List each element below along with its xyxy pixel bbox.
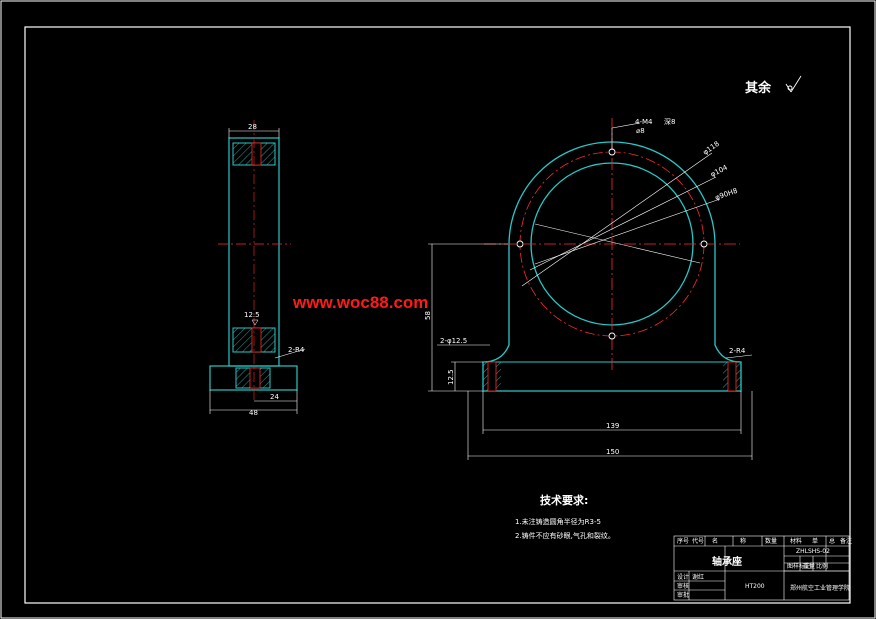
drawing-code: ZHLSHS-02 xyxy=(796,548,830,555)
holes-label: 4-M4 xyxy=(635,118,653,126)
svg-text:重量: 重量 xyxy=(803,562,815,570)
svg-text:序号: 序号 xyxy=(677,537,689,545)
dim-base-thickness: 12.5 xyxy=(447,369,455,385)
dim-139: 139 xyxy=(606,422,619,430)
dim-2r4-side: 2-R4 xyxy=(288,346,305,354)
svg-text:审批: 审批 xyxy=(677,591,689,599)
svg-text:审核: 审核 xyxy=(677,582,689,590)
watermark: www.woc88.com xyxy=(292,293,428,312)
svg-text:名: 名 xyxy=(712,537,718,545)
surface-finish-label: 其余 xyxy=(745,80,772,96)
dim-dia-pitch: φ104 xyxy=(709,163,729,179)
dim-12-5: 12.5 xyxy=(244,311,260,319)
organization: 郑州航空工业管理学院 xyxy=(790,584,850,592)
dim-base-holes: 2-φ12.5 xyxy=(440,337,467,345)
surface-finish: 其余 xyxy=(745,75,802,96)
front-view: 4-M4 深8 ⌀8 φ118 φ104 φ90H8 58 12.5 2-φ12… xyxy=(424,117,753,460)
dim-24: 24 xyxy=(270,393,279,401)
svg-text:⌀8: ⌀8 xyxy=(636,127,645,135)
inner-frame xyxy=(24,26,851,604)
dim-dia-bore: φ90H8 xyxy=(714,187,739,202)
side-view: 28 48 24 12.5 2-R4 xyxy=(209,120,306,417)
svg-text:单: 单 xyxy=(812,537,818,545)
dim-48: 48 xyxy=(249,409,258,417)
designer: 谢红 xyxy=(692,573,704,581)
hole-top xyxy=(251,142,262,166)
svg-text:称: 称 xyxy=(740,537,746,545)
svg-text:图样标记: 图样标记 xyxy=(787,562,811,570)
side-base xyxy=(209,365,298,391)
part-name: 轴承座 xyxy=(712,555,742,568)
tech-item-1: 1.未注铸造圆角半径为R3-5 xyxy=(515,517,601,526)
diameter-leaders xyxy=(521,122,721,287)
dim-2r4-front: 2-R4 xyxy=(729,347,746,355)
svg-text:设计: 设计 xyxy=(677,573,689,581)
material: HT200 xyxy=(745,583,765,590)
roughness-icon xyxy=(785,75,802,93)
hole-bottom xyxy=(251,327,262,353)
title-block-text: 序号 代号 名 称 数量 材料 单 总 备注 轴承座 ZHLSHS-02 图样标… xyxy=(677,537,852,599)
dim-dia-outer: φ118 xyxy=(702,140,721,157)
svg-text:代号: 代号 xyxy=(692,537,704,545)
hole-base xyxy=(249,367,261,389)
svg-text:材料: 材料 xyxy=(790,537,802,545)
svg-text:备注: 备注 xyxy=(840,537,852,545)
dim-58: 58 xyxy=(424,311,432,320)
title-block xyxy=(673,535,850,601)
svg-text:比例: 比例 xyxy=(816,562,828,570)
svg-text:数量: 数量 xyxy=(765,537,777,545)
tech-requirements: 技术要求: 1.未注铸造圆角半径为R3-5 2.铸件不应有砂眼,气孔和裂纹。 xyxy=(515,493,615,540)
svg-text:总: 总 xyxy=(829,537,835,545)
holes-depth: 深8 xyxy=(664,117,675,126)
tech-title: 技术要求: xyxy=(540,493,588,507)
dim-28: 28 xyxy=(248,123,257,131)
tech-item-2: 2.铸件不应有砂眼,气孔和裂纹。 xyxy=(515,531,615,540)
bolt-holes xyxy=(516,148,708,340)
dim-150: 150 xyxy=(606,448,619,456)
